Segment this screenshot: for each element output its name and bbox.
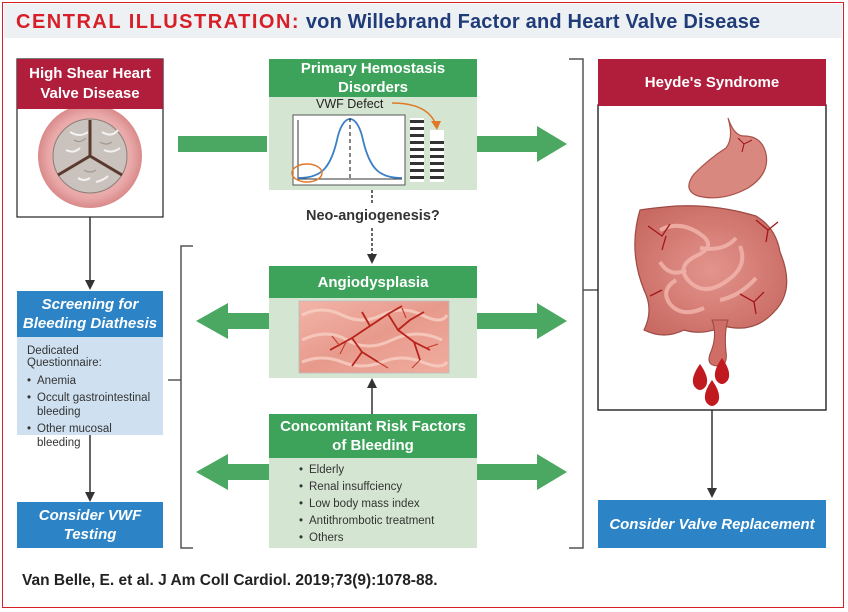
arrow-right-icon xyxy=(537,454,567,490)
hemostasis-header: Primary Hemostasis Disorders xyxy=(269,59,477,97)
questionnaire-panel: Dedicated Questionnaire: Anemia Occult g… xyxy=(17,337,163,449)
risk-line2: of Bleeding xyxy=(332,437,414,454)
high-shear-line2: Valve Disease xyxy=(40,85,140,102)
screening-line1: Screening for xyxy=(41,296,139,313)
arrow-down-icon xyxy=(85,280,95,290)
neo-angiogenesis-label: Neo-angiogenesis? xyxy=(306,208,440,224)
right-bracket xyxy=(569,58,584,549)
risk-factors-list: Elderly Renal insuffciency Low body mass… xyxy=(299,463,477,545)
consider-vwf-line2: Testing xyxy=(63,526,117,543)
questionnaire-title: Dedicated Questionnaire: xyxy=(27,345,102,369)
left-bracket xyxy=(180,245,193,549)
arrow-right-icon xyxy=(537,303,567,339)
title-prefix: CENTRAL ILLUSTRATION: xyxy=(16,11,301,33)
list-item: Anemia xyxy=(27,374,155,388)
arrow-down-icon xyxy=(367,254,377,264)
risk-line1: Concomitant Risk Factors xyxy=(280,418,466,435)
defect-highlight xyxy=(291,163,323,183)
citation: Van Belle, E. et al. J Am Coll Cardiol. … xyxy=(22,572,438,589)
risk-factors-panel: Elderly Renal insuffciency Low body mass… xyxy=(269,458,477,548)
high-shear-line1: High Shear Heart xyxy=(29,65,151,82)
blood-drop-icon xyxy=(692,358,730,406)
arrow-down-icon xyxy=(707,488,717,498)
list-item: Other mucosal bleeding xyxy=(27,422,155,450)
questionnaire-list: Anemia Occult gastrointestinal bleeding … xyxy=(27,374,155,450)
angiodysplasia-header: Angiodysplasia xyxy=(269,266,477,298)
list-item: Low body mass index xyxy=(299,497,477,511)
vwf-defect-label: VWF Defect xyxy=(316,97,384,111)
list-item: Others xyxy=(299,531,477,545)
consider-vwf-line1: Consider VWF xyxy=(38,507,142,524)
risk-factors-header: Concomitant Risk Factors of Bleeding xyxy=(269,414,477,458)
arrow-down-icon xyxy=(85,492,95,502)
list-item: Elderly xyxy=(299,463,477,477)
screening-line2: Bleeding Diathesis xyxy=(22,315,158,332)
title-bar: CENTRAL ILLUSTRATION: von Willebrand Fac… xyxy=(4,4,842,38)
consider-vwf-box: Consider VWF Testing xyxy=(17,502,163,548)
list-item: Renal insuffciency xyxy=(299,480,477,494)
heyde-syndrome-header: Heyde's Syndrome xyxy=(598,59,826,106)
list-item: Occult gastrointestinal bleeding xyxy=(27,391,155,419)
vwf-chart-panel xyxy=(292,114,406,186)
figure-title: CENTRAL ILLUSTRATION: von Willebrand Fac… xyxy=(16,11,760,34)
arrow-left-icon xyxy=(196,454,228,490)
consider-valve-replacement-box: Consider Valve Replacement xyxy=(598,500,826,548)
multimer-gel-icon xyxy=(410,118,444,182)
arrow-up-icon xyxy=(367,378,377,388)
screening-header: Screening for Bleeding Diathesis xyxy=(17,291,163,337)
title-main: von Willebrand Factor and Heart Valve Di… xyxy=(305,11,761,33)
arrow-right-icon xyxy=(537,126,567,162)
hemostasis-line1: Primary Hemostasis xyxy=(300,60,446,77)
green-arrow-body xyxy=(178,136,267,152)
gastrointestinal-tract-icon xyxy=(634,117,788,367)
heart-valve-icon xyxy=(38,104,142,208)
hemostasis-line2: Disorders xyxy=(337,79,409,96)
arrow-left-icon xyxy=(196,303,228,339)
high-shear-valve-header: High Shear Heart Valve Disease xyxy=(17,59,163,109)
list-item: Antithrombotic treatment xyxy=(299,514,477,528)
angiodysplasia-tissue-icon xyxy=(298,300,450,374)
